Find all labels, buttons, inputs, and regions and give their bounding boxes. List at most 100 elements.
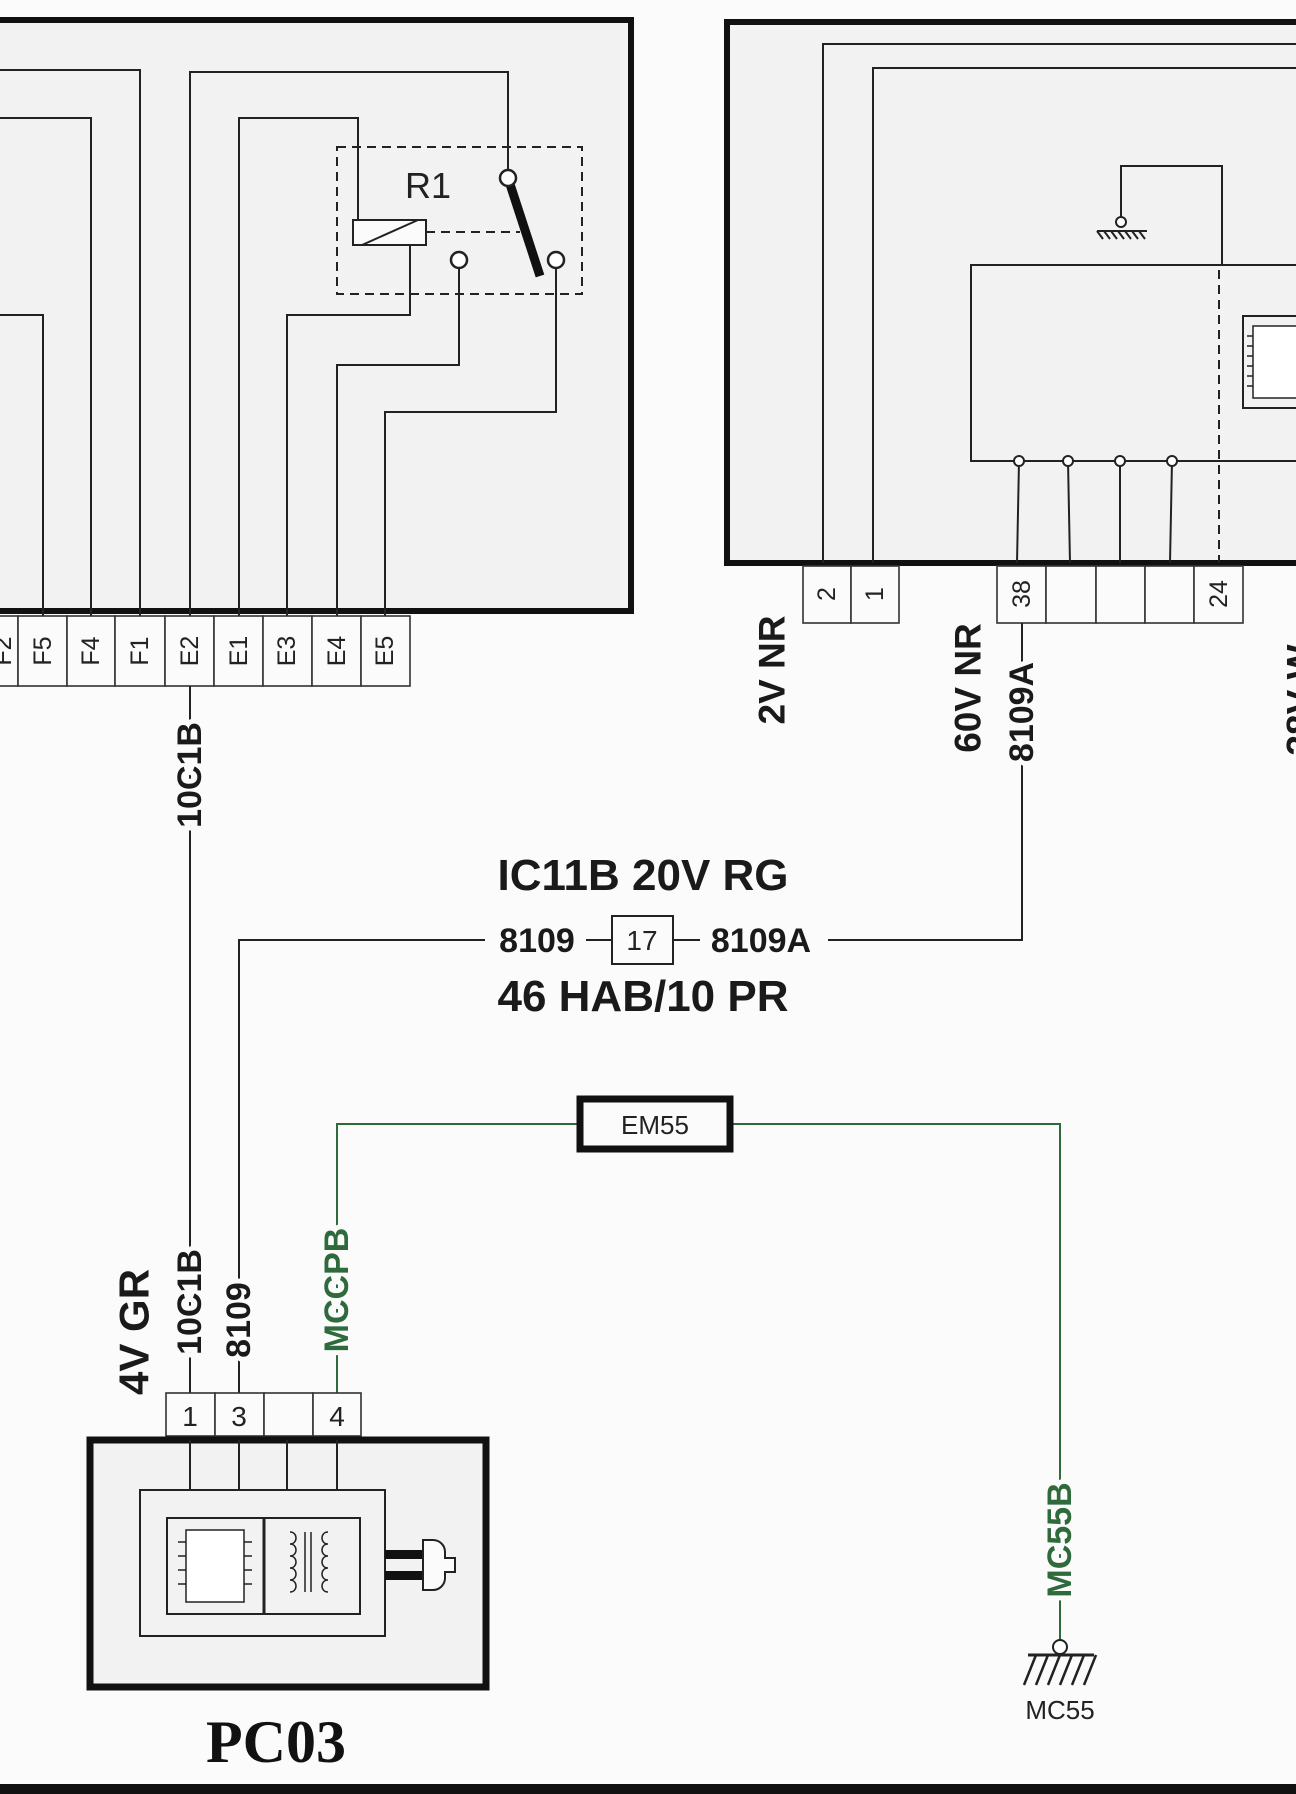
pc03-pin-4 [312,1392,362,1437]
wire-8109a [828,623,1023,941]
splice-number: 17 [626,925,657,956]
pc03-pin-label: 1 [182,1401,198,1432]
right-connector-a: 2 1 2V NR [752,565,900,725]
wire-e5-internal [384,262,557,616]
relay-contact-common [498,168,518,188]
right-connector-b: 38 24 60V NR 38V W [948,565,1296,756]
pc03-ic-chip [185,1529,245,1603]
pc03-connector-label: 4V GR [111,1269,158,1395]
ground-node [1052,1639,1068,1655]
left-pin-label: F4 [77,636,105,665]
pc03-pin-label: 4 [329,1401,345,1432]
left-connector: F2 F5 F4 F1 E2 E1 E3 E4 E5 [0,615,411,687]
board-terminal [1062,455,1074,467]
pc03-pin-1 [165,1392,216,1437]
left-pin-label: E4 [323,636,351,667]
pc03-title: PC03 [206,1709,346,1775]
left-pin-f4 [66,615,116,687]
pc03-wire-label-green: MCCPB [318,1228,356,1353]
pc03-wire-label: 8109 [220,1282,258,1358]
right-module [724,19,1296,566]
left-pin-label: E1 [225,636,253,667]
right-b-pin-label: 38 [1008,580,1036,608]
board-terminal-wires [1016,460,1173,564]
wire-pin1-internal [872,67,1296,563]
internal-ground-wire [1120,165,1223,265]
pc03-internal-wires [189,1440,338,1490]
pc03-ic-pins [178,1541,252,1585]
right-b-pin-24 [1193,565,1244,624]
relay-contact-nc [449,250,469,270]
em55-label: EM55 [621,1110,689,1140]
right-a-connector-label: 2V NR [752,616,793,725]
board-terminal [1166,455,1178,467]
ground-mc55: MC55B MC55 [1022,1477,1098,1725]
bottom-border [0,1784,1296,1794]
left-pin-label: E3 [273,636,301,667]
splice-17: IC11B 20V RG 8109 17 8109A 46 HAB/10 PR [497,851,811,1021]
pc03-wire-label: 10C1B [171,1249,209,1355]
wire-pin2-internal [822,43,1296,563]
relay-r1-outline [336,146,583,295]
wire-e2-internal [189,71,509,616]
ground-label: MC55 [1025,1695,1094,1725]
harness-wires [189,623,1061,1640]
relay-r1-label: R1 [405,165,451,206]
left-pin-label: E5 [371,636,399,667]
internal-ground-hatch [1096,230,1146,240]
wire-f5-internal [0,314,44,616]
pc03-module: 4V GR 10C1B 8109 MCCPB 1 3 4 PC03 [86,1223,490,1775]
chip-pins [1247,335,1253,387]
board-terminal [1114,455,1126,467]
em55-connector: EM55 [576,1095,734,1153]
splice-left-wire: 8109 [499,922,575,960]
electronic-board [970,264,1296,462]
ground-hatch [1022,1654,1098,1686]
splice-right-wire: 8109A [711,922,811,960]
wire-e4-internal [336,262,460,616]
left-pin-e5 [360,615,411,687]
wire-f4-internal [0,117,92,616]
em55-box [576,1095,734,1153]
pc03-pin-empty [263,1392,314,1437]
right-b-pin-empty [1045,565,1097,624]
wire-mc55b [730,1123,1061,1640]
chip-body [1252,325,1296,399]
left-pin-label: F5 [29,636,57,665]
right-b-pin-38 [996,565,1047,624]
relay-contact-no [546,250,566,270]
internal-ground [1096,165,1223,265]
left-module: R1 [0,17,634,616]
wire-8109 [238,939,485,1393]
wire-e3-internal [286,240,411,616]
right-a-pin-label: 2 [813,587,841,601]
plug-icon [385,1539,456,1591]
right-b-pin-empty [1095,565,1146,624]
splice-top-label: IC11B 20V RG [497,851,788,900]
right-b-pin-empty [1144,565,1195,624]
splice-box [611,915,674,965]
left-pin-f5 [17,615,68,687]
left-pin-e1 [213,615,264,687]
right-c-connector-label-partial: 38V W [1280,644,1296,755]
relay-switch-arm [503,176,545,278]
ground-wire-label: MC55B [1041,1482,1079,1597]
internal-ground-node [1115,216,1127,228]
wire-label-8109a: 8109A [1003,662,1041,762]
right-a-pin-1 [850,565,900,624]
wire-mccpb [336,1123,580,1393]
right-a-pin-label: 1 [861,587,889,601]
relay-coil-diagonal [361,219,419,246]
wire-label-10c1b: 10C1B [171,722,209,828]
wire-f1-internal [0,69,141,616]
board-terminal [1013,455,1025,467]
relay-r1: R1 [336,146,583,295]
wire-e1-internal [238,117,359,616]
pc03-pin-label: 3 [231,1401,247,1432]
splice-bottom-label: 46 HAB/10 PR [497,972,788,1021]
transformer-icon [289,1531,329,1593]
left-pin-label: E2 [176,636,204,667]
right-b-connector-label: 60V NR [948,623,989,753]
left-pin-e2 [164,615,215,687]
